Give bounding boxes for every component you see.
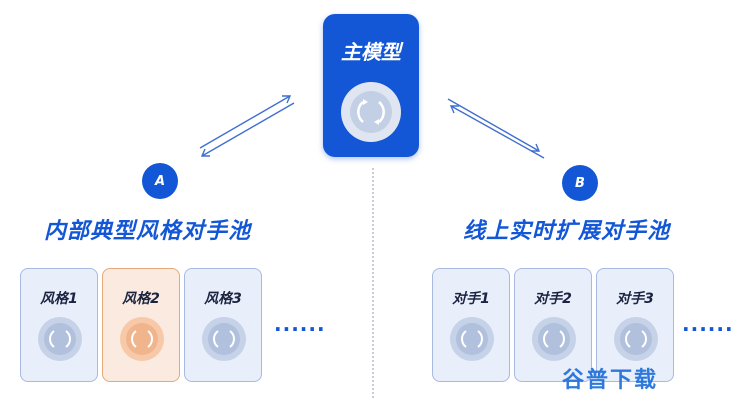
more-styles-ellipsis: ......	[274, 312, 326, 336]
opponent-card-label: 对手3	[616, 291, 654, 307]
main-model-title: 主模型	[341, 40, 401, 64]
style-card-label: 风格2	[122, 291, 160, 307]
cycle-icon	[532, 317, 576, 361]
badge-a: A	[142, 163, 178, 199]
opponent-card-label: 对手1	[452, 291, 490, 307]
cycle-icon	[450, 317, 494, 361]
section-divider	[372, 168, 374, 398]
main-model-box: 主模型	[323, 14, 419, 157]
opponent-card-label: 对手2	[534, 291, 572, 307]
left-bidirectional-arrow-icon	[199, 95, 295, 157]
right-section-title: 线上实时扩展对手池	[463, 219, 671, 244]
opponent-card-3: 对手3	[596, 268, 674, 382]
cycle-icon	[38, 317, 82, 361]
right-bidirectional-arrow-icon	[447, 98, 545, 159]
cycle-icon	[120, 317, 164, 361]
style-card-2: 风格2	[102, 268, 180, 382]
more-opponents-ellipsis: ......	[682, 312, 734, 336]
style-card-label: 风格1	[40, 291, 78, 307]
cycle-icon	[614, 317, 658, 361]
badge-b: B	[562, 165, 598, 201]
cycle-icon	[202, 317, 246, 361]
main-model-cycle-icon	[341, 82, 401, 142]
style-card-3: 风格3	[184, 268, 262, 382]
style-card-label: 风格3	[204, 291, 242, 307]
opponent-card-2: 对手2	[514, 268, 592, 382]
opponent-card-1: 对手1	[432, 268, 510, 382]
style-card-1: 风格1	[20, 268, 98, 382]
left-section-title: 内部典型风格对手池	[44, 219, 252, 244]
site-watermark: 谷普下载	[562, 368, 659, 393]
